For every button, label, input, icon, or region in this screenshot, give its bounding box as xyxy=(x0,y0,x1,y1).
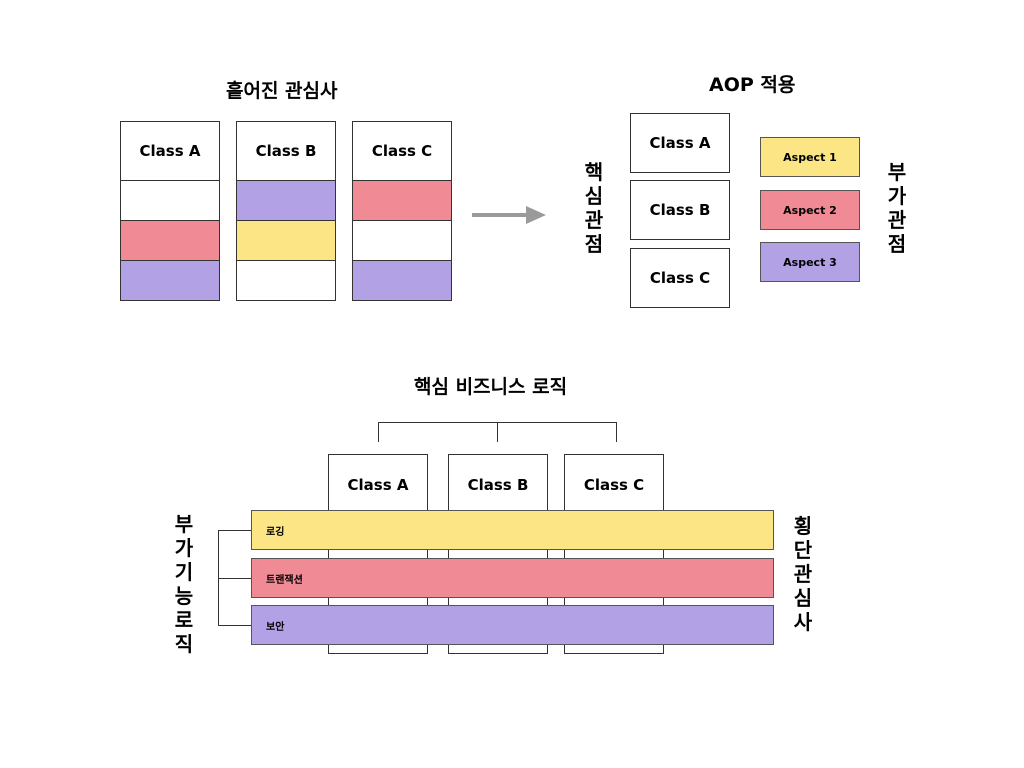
scattered-class-b-header: Class B xyxy=(236,121,336,181)
bracket-tick xyxy=(378,422,379,442)
scattered-class-a-column: Class A xyxy=(120,121,220,301)
scattered-class-c-column: Class C xyxy=(352,121,452,301)
aop-class-a: Class A xyxy=(630,113,730,173)
aspect-2: Aspect 2 xyxy=(760,190,860,230)
concern-block-empty xyxy=(352,220,452,261)
aop-title: AOP 적용 xyxy=(709,74,796,96)
scattered-class-b-column: Class B xyxy=(236,121,336,301)
concern-block-purple xyxy=(352,260,452,301)
cross-cutting-concern-label: 횡단관심사 xyxy=(793,514,813,634)
bottom-class-b-label: Class B xyxy=(467,476,529,494)
scattered-class-a-header: Class A xyxy=(120,121,220,181)
concern-block-empty xyxy=(120,180,220,221)
aop-class-c: Class C xyxy=(630,248,730,308)
scattered-title: 흩어진 관심사 xyxy=(226,80,338,102)
aspect-3: Aspect 3 xyxy=(760,242,860,282)
logging-band: 로깅 xyxy=(251,510,774,550)
security-band: 보안 xyxy=(251,605,774,645)
concern-block-purple xyxy=(120,260,220,301)
aspect-1: Aspect 1 xyxy=(760,137,860,177)
aop-class-b: Class B xyxy=(630,180,730,240)
concern-block-empty xyxy=(236,260,336,301)
bottom-class-a-label: Class A xyxy=(347,476,409,494)
transaction-band: 트랜잭션 xyxy=(251,558,774,598)
business-logic-title: 핵심 비즈니스 로직 xyxy=(414,376,568,398)
bracket-tick xyxy=(497,422,498,442)
band-bracket-tick xyxy=(218,578,251,579)
band-bracket-vertical xyxy=(218,530,219,625)
bracket-tick xyxy=(616,422,617,442)
concern-block-yellow xyxy=(236,220,336,261)
right-arrow-icon xyxy=(472,206,546,224)
additional-concern-label: 부가관점 xyxy=(887,160,907,256)
scattered-class-c-header: Class C xyxy=(352,121,452,181)
band-bracket-tick xyxy=(218,625,251,626)
additional-function-logic-label: 부가기능로직 xyxy=(174,512,194,656)
band-bracket-tick xyxy=(218,530,251,531)
concern-block-pink xyxy=(352,180,452,221)
concern-block-pink xyxy=(120,220,220,261)
bottom-class-c-label: Class C xyxy=(583,476,645,494)
core-concern-label: 핵심관점 xyxy=(584,160,604,256)
concern-block-purple xyxy=(236,180,336,221)
